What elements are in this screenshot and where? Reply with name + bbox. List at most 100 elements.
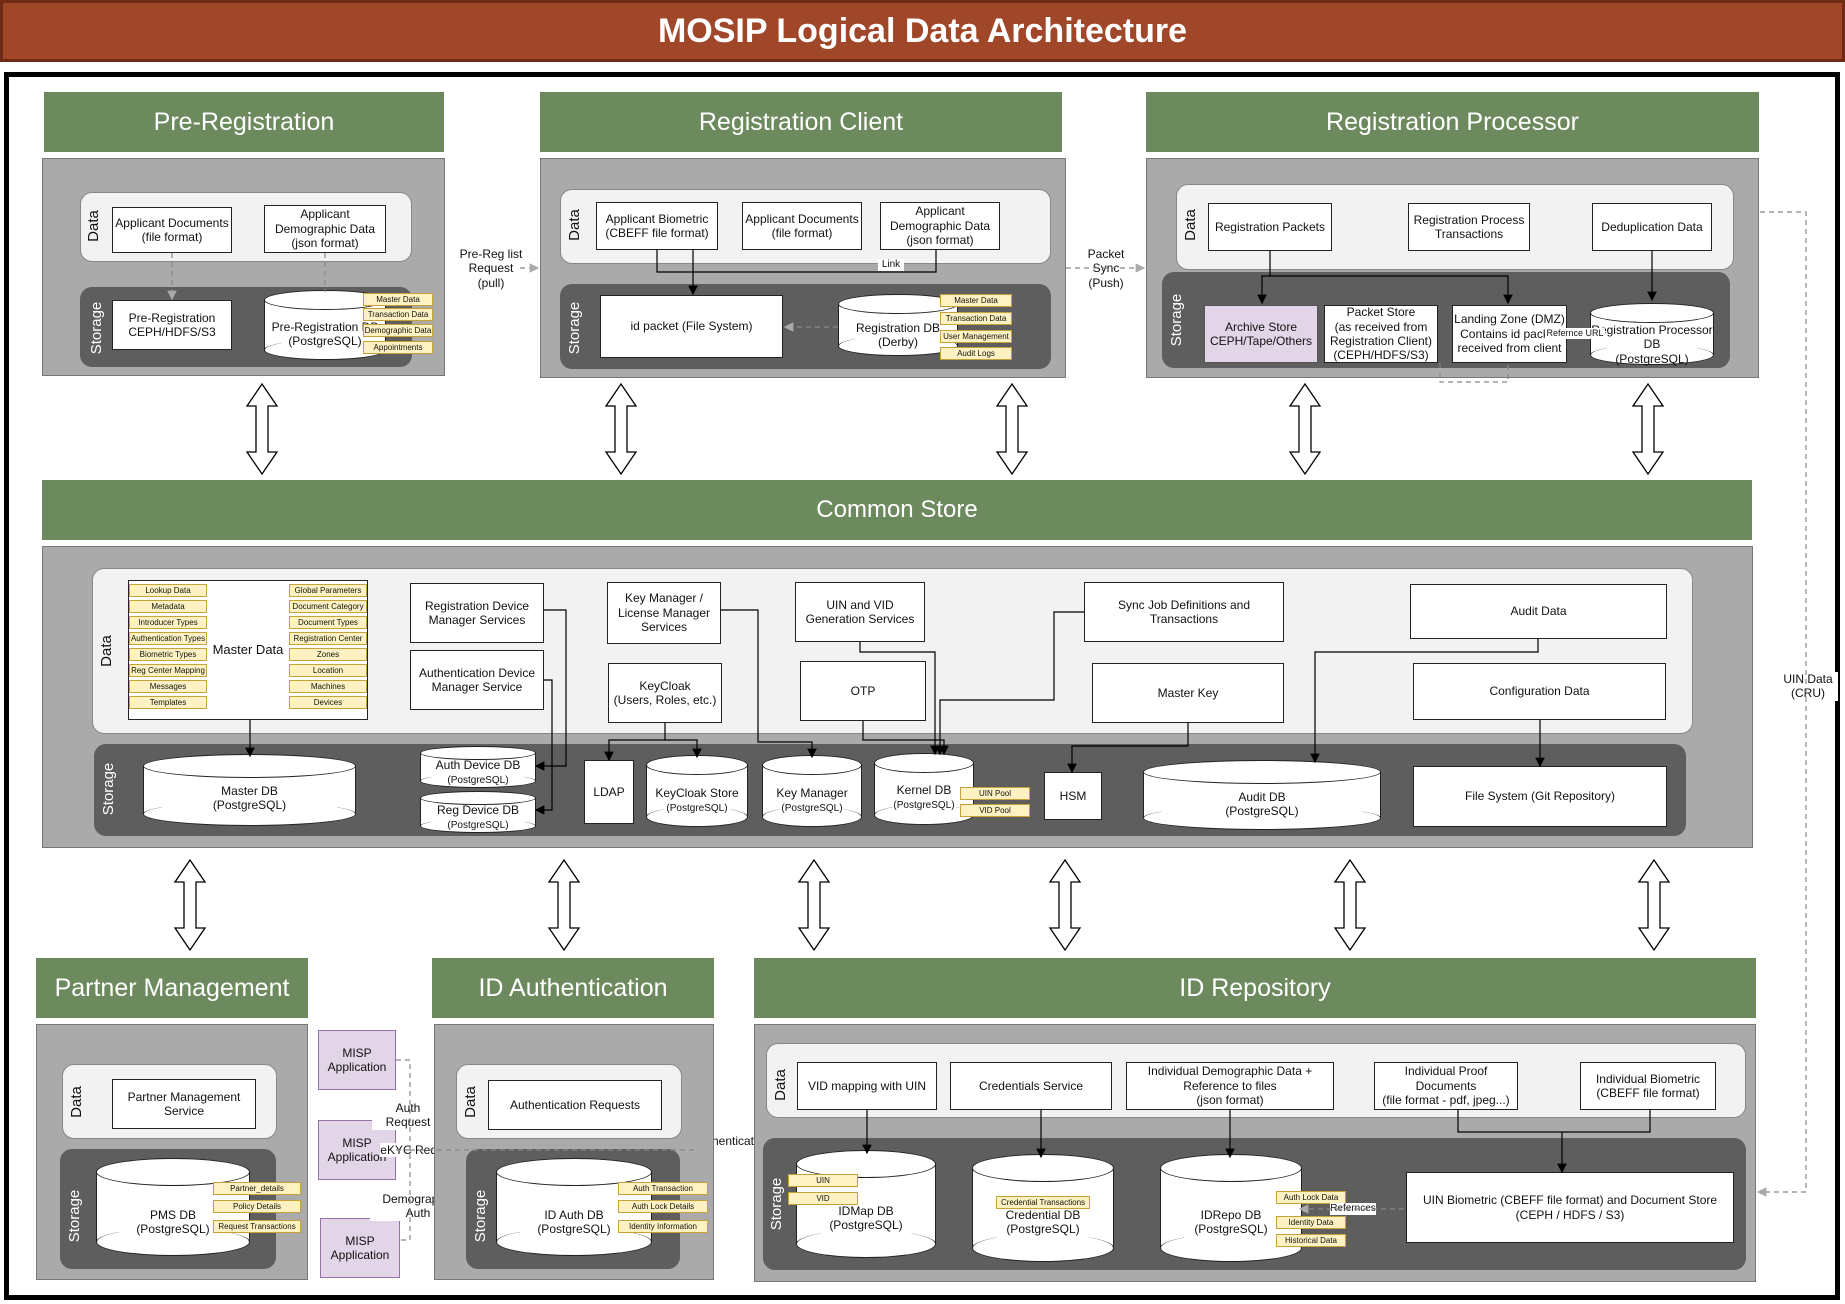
double-arrow xyxy=(547,858,581,952)
applicant-demographic-data: Applicant Demographic Data (json format) xyxy=(880,202,1000,250)
pre-reg-list-request-label: Pre-Reg list Request (pull) xyxy=(455,247,527,291)
master-db-engine: (PostgreSQL) xyxy=(212,798,287,813)
archive-store: Archive Store CEPH/Tape/Others xyxy=(1204,305,1318,363)
idrepo-db-label: IDRepo DB (PostgreSQL) xyxy=(1194,1208,1268,1237)
master-data-tag: Introducer Types xyxy=(129,616,207,629)
authentication-device-manager-service: Authentication Device Manager Service xyxy=(410,650,544,710)
tag-identity-information: Identity Information xyxy=(618,1220,708,1233)
master-data-tag: Metadata xyxy=(129,600,207,613)
double-arrow xyxy=(245,382,279,476)
idmap-db-label: IDMap DB (PostgreSQL) xyxy=(829,1204,903,1233)
audit-db: Audit DB(PostgreSQL) xyxy=(1143,760,1381,830)
double-arrow xyxy=(1048,858,1082,952)
id-packet-store: id packet (File System) xyxy=(600,295,783,358)
double-arrow xyxy=(1288,382,1322,476)
audit-data: Audit Data xyxy=(1410,584,1667,639)
double-arrow xyxy=(1637,858,1671,952)
double-arrow xyxy=(995,382,1029,476)
partner-management-service: Partner Management Service xyxy=(112,1079,256,1129)
key-manager-license-manager-services: Key Manager / License Manager Services xyxy=(607,582,721,644)
tag-historical-data: Historical Data xyxy=(1276,1234,1346,1247)
auth-device-db-engine: (PostgreSQL) xyxy=(447,775,509,787)
applicant-biometric: Applicant Biometric (CBEFF file format) xyxy=(596,202,718,250)
registration-packets: Registration Packets xyxy=(1208,203,1332,251)
misp-application-1: MISP Application xyxy=(318,1030,396,1090)
common-store-header: Common Store xyxy=(42,480,1752,540)
credentials-service: Credentials Service xyxy=(950,1062,1112,1110)
key-manager-db: Key Manager(PostgreSQL) xyxy=(762,755,862,827)
tag-transaction-data: Transaction Data xyxy=(940,312,1012,325)
master-data-tag: Biometric Types xyxy=(129,648,207,661)
tag-auth-lock-data: Auth Lock Data xyxy=(1276,1191,1346,1204)
master-data-tag: Templates xyxy=(129,696,207,709)
uin-biometric-document-store: UIN Biometric (CBEFF file format) and Do… xyxy=(1406,1172,1734,1243)
registration-process-transactions: Registration Process Transactions xyxy=(1408,203,1530,251)
master-key: Master Key xyxy=(1092,663,1284,723)
link-label: Link xyxy=(878,259,904,271)
tag-master-data: Master Data xyxy=(940,294,1012,307)
id-repository-header: ID Repository xyxy=(754,958,1756,1018)
registration-processor-header: Registration Processor xyxy=(1146,92,1759,152)
double-arrow xyxy=(173,858,207,952)
tag-uin: UIN xyxy=(788,1174,858,1187)
file-system-git: File System (Git Repository) xyxy=(1413,766,1667,827)
key-manager-db-label: Key Manager xyxy=(776,786,848,800)
sync-job-definitions: Sync Job Definitions and Transactions xyxy=(1084,582,1284,642)
kernel-db-label: Kernel DB xyxy=(896,783,952,797)
reg-device-db: Reg Device DB(PostgreSQL) xyxy=(420,791,536,833)
kernel-db-engine: (PostgreSQL) xyxy=(893,800,955,812)
title-bar: MOSIP Logical Data Architecture xyxy=(0,0,1845,62)
applicant-demographic-data: Applicant Demographic Data (json format) xyxy=(264,205,386,253)
audit-db-label: Audit DB xyxy=(1238,790,1286,804)
keycloak-services: KeyCloak (Users, Roles, etc.) xyxy=(608,663,722,723)
pre-registration-file-store: Pre-Registration CEPH/HDFS/S3 xyxy=(112,300,232,350)
partner-management-header: Partner Management xyxy=(36,958,308,1018)
tag-user-management: User Management xyxy=(940,330,1012,343)
tag-transaction-data: Transaction Data xyxy=(363,308,433,321)
reference-url-label: Refernce URL xyxy=(1545,328,1605,339)
master-data-tag: Machines xyxy=(289,680,367,693)
auth-device-db: Auth Device DB(PostgreSQL) xyxy=(420,746,536,788)
deduplication-data: Deduplication Data xyxy=(1592,203,1712,251)
configuration-data: Configuration Data xyxy=(1413,663,1666,720)
tag-request-transactions: Request Transactions xyxy=(213,1220,301,1233)
master-data-tag: Lookup Data xyxy=(129,584,207,597)
pre-registration-header: Pre-Registration xyxy=(44,92,444,152)
tag-auth-lock-details: Auth Lock Details xyxy=(618,1200,708,1213)
master-data-tag: Global Parameters xyxy=(289,584,367,597)
keycloak-store-label: KeyCloak Store xyxy=(655,786,739,800)
double-arrow xyxy=(1631,382,1665,476)
registration-processor-db: Registration Processor DB (PostgreSQL) xyxy=(1590,303,1714,366)
registration-db: Registration DB (Derby) xyxy=(838,294,958,356)
ldap: LDAP xyxy=(584,760,634,824)
auth-request-label: Auth Request xyxy=(372,1101,444,1130)
keycloak-store-engine: (PostgreSQL) xyxy=(666,803,728,815)
registration-client-header: Registration Client xyxy=(540,92,1062,152)
credential-db-label: Credential DB (PostgreSQL) xyxy=(1005,1208,1081,1237)
tag-vid: VID xyxy=(788,1192,858,1205)
pms-db-label: PMS DB (PostgreSQL) xyxy=(136,1208,210,1237)
individual-proof-documents: Individual Proof Documents (file format … xyxy=(1374,1062,1518,1110)
tag-master-data: Master Data xyxy=(363,293,433,306)
references-label: Refernces xyxy=(1330,1203,1376,1215)
individual-demographic-data: Individual Demographic Data + Reference … xyxy=(1126,1062,1334,1110)
applicant-documents: Applicant Documents (file format) xyxy=(742,202,862,250)
applicant-documents: Applicant Documents (file format) xyxy=(112,207,232,253)
registration-db-label: Registration DB (Derby) xyxy=(855,321,941,350)
tag-uin-pool: UIN Pool xyxy=(960,787,1030,800)
hsm: HSM xyxy=(1044,772,1102,820)
tag-vid-pool: VID Pool xyxy=(960,804,1030,817)
master-data-tag: Location xyxy=(289,664,367,677)
master-data-tag: Document Types xyxy=(289,616,367,629)
tag-partner-details: Partner_details xyxy=(213,1182,301,1195)
master-db-label: Master DB xyxy=(221,784,278,798)
reg-device-db-label: Reg Device DB xyxy=(436,803,520,817)
page-title: MOSIP Logical Data Architecture xyxy=(657,11,1188,50)
keycloak-store: KeyCloak Store (PostgreSQL) xyxy=(646,755,748,827)
master-data-tag: Authentication Types xyxy=(129,632,207,645)
master-data-tag: Zones xyxy=(289,648,367,661)
master-data-tag: Reg Center Mapping xyxy=(129,664,207,677)
tag-credential-transactions: Credential Transactions xyxy=(996,1196,1090,1209)
master-data-tag: Devices xyxy=(289,696,367,709)
individual-biometric: Individual Biometric (CBEFF file format) xyxy=(1580,1062,1716,1110)
